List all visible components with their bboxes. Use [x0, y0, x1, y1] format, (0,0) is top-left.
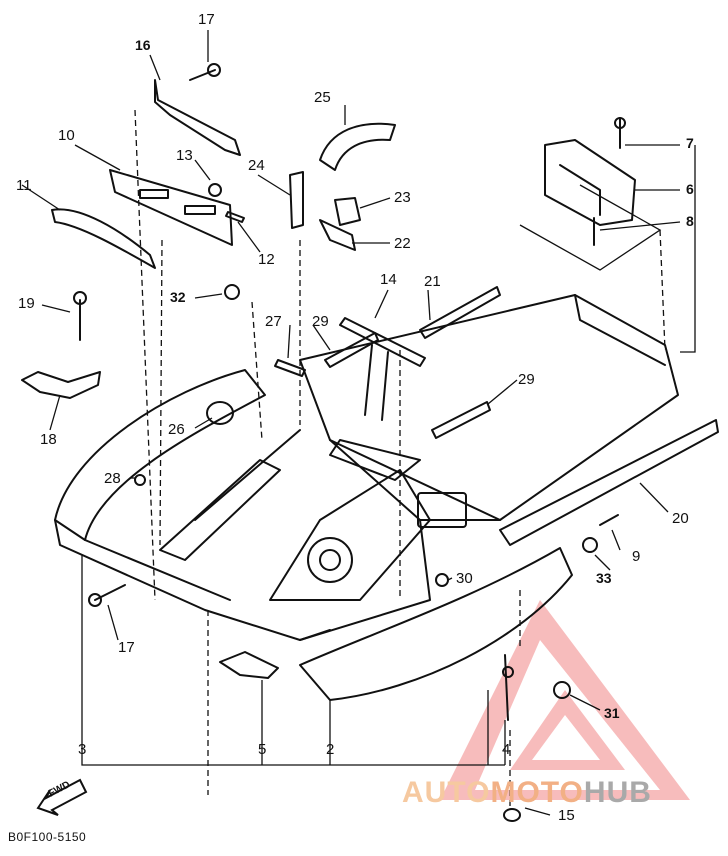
watermark-brand-text: AUTOMOTOHUB — [402, 776, 652, 810]
callout-12: 12 — [258, 251, 275, 268]
callout-17-top: 17 — [198, 11, 215, 28]
callout-25: 25 — [314, 89, 331, 106]
watermark-auto: AUTO — [402, 776, 491, 809]
callout-20: 20 — [672, 510, 689, 527]
callout-10: 10 — [58, 127, 75, 144]
callout-3: 3 — [78, 741, 87, 758]
callout-17-bottom: 17 — [118, 639, 135, 656]
callout-26: 26 — [168, 421, 185, 438]
callout-29-left: 29 — [312, 313, 329, 330]
watermark-hub: HUB — [583, 776, 652, 809]
callout-27: 27 — [265, 313, 282, 330]
diagram-code: B0F100-5150 — [8, 830, 87, 844]
callout-24: 24 — [248, 157, 265, 174]
callout-19: 19 — [18, 295, 35, 312]
callout-9: 9 — [632, 548, 641, 565]
callout-18: 18 — [40, 431, 57, 448]
watermark-logo — [440, 600, 690, 800]
watermark-moto: MOTO — [490, 776, 584, 809]
callout-30: 30 — [456, 570, 473, 587]
callout-15: 15 — [558, 807, 575, 824]
callout-11: 11 — [16, 177, 32, 194]
callout-4: 4 — [502, 741, 511, 758]
fwd-arrow-icon — [36, 778, 88, 816]
callout-22: 22 — [394, 235, 411, 252]
callout-29-right: 29 — [518, 371, 535, 388]
callout-28: 28 — [104, 470, 121, 487]
callout-32: 32 — [170, 289, 186, 305]
callout-13: 13 — [176, 147, 193, 164]
callout-6: 6 — [686, 181, 694, 197]
callout-5: 5 — [258, 741, 267, 758]
callout-16: 16 — [135, 37, 151, 53]
callout-21: 21 — [424, 273, 441, 290]
callout-2: 2 — [326, 741, 335, 758]
frame-linework — [21, 63, 719, 822]
callout-14: 14 — [380, 271, 397, 288]
callout-31: 31 — [604, 705, 620, 721]
leader-lines — [21, 30, 696, 816]
callout-7: 7 — [686, 135, 694, 151]
callout-23: 23 — [394, 189, 411, 206]
callout-33: 33 — [596, 570, 612, 586]
callout-8: 8 — [686, 213, 694, 229]
